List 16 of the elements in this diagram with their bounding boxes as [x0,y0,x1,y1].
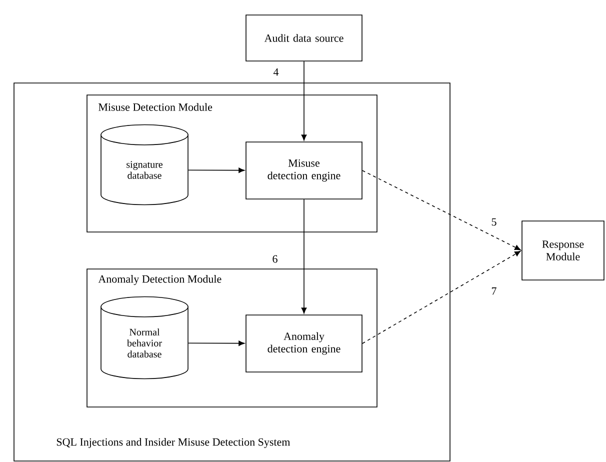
arrow [301,61,307,141]
arrow [301,198,307,314]
process-box: Anomaly detection engine [246,314,362,372]
process-box: Misuse detection engine [246,142,362,200]
process-box: Audit data source [246,14,362,62]
edge-label: 5 [490,217,498,227]
dashed-arrow [362,250,521,344]
dashed-arrow [362,170,521,250]
database-cylinder: signature database [100,124,188,206]
edge-label: 7 [490,286,498,296]
process-box: Response Module [522,220,604,280]
arrow [188,168,245,173]
edge-label: 4 [272,67,280,77]
arrow [188,340,245,346]
database-cylinder: Normal behavior database [100,296,188,380]
edge-label: 6 [271,254,279,264]
